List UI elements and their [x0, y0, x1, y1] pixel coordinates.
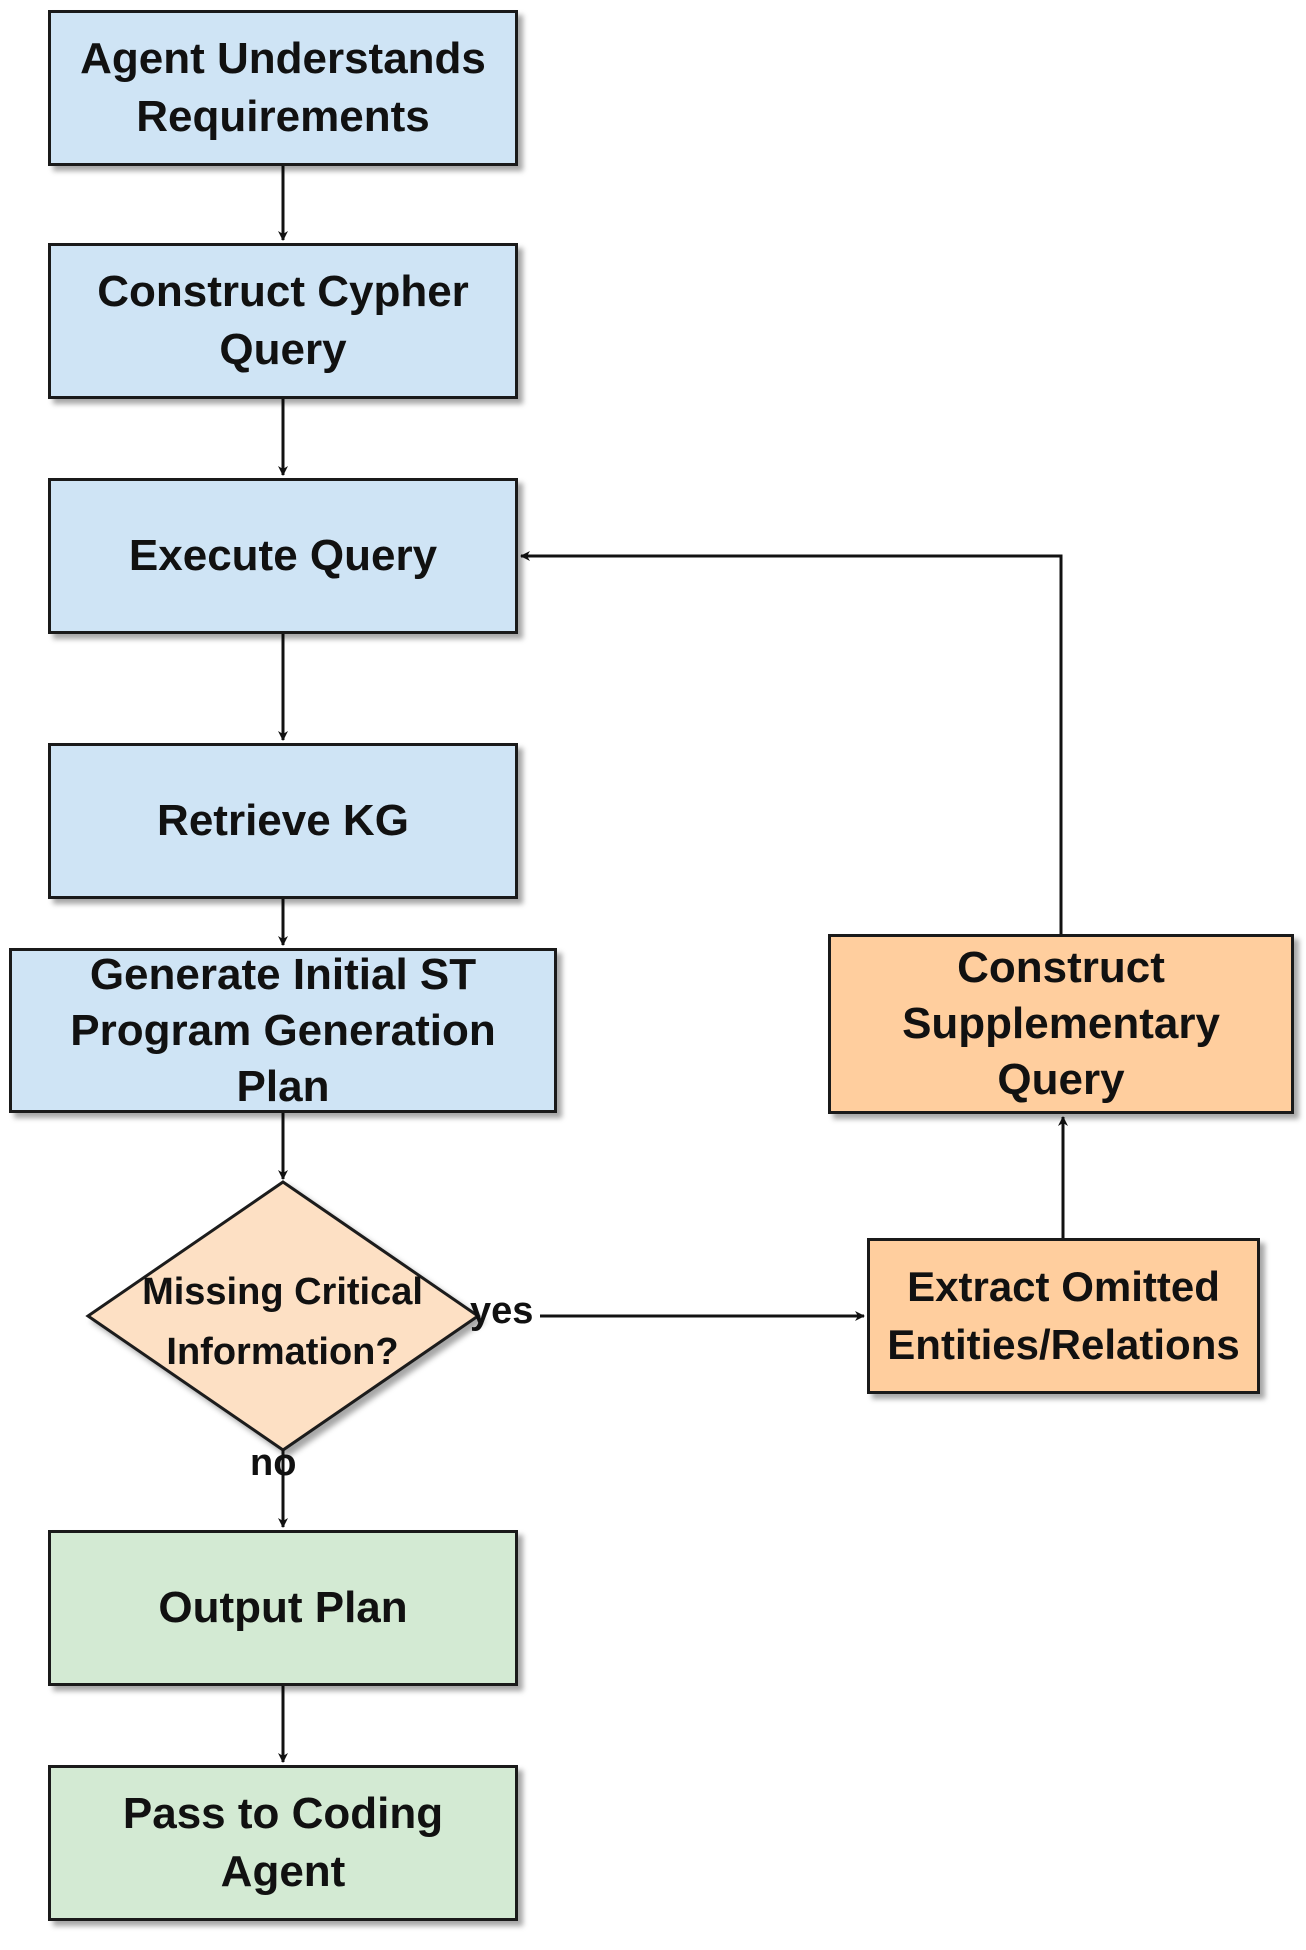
node-agent-understands-requirements: Agent Understands Requirements	[48, 10, 518, 166]
edge-label-no: no	[250, 1442, 297, 1484]
node-label: Construct Supplementary Query	[902, 943, 1220, 1104]
node-label: Generate Initial ST Program Generation P…	[70, 949, 496, 1111]
node-output-plan: Output Plan	[48, 1530, 518, 1686]
node-generate-initial-plan: Generate Initial ST Program Generation P…	[9, 948, 557, 1113]
node-label: Agent Understands Requirements	[80, 34, 486, 141]
node-extract-omitted-entities: Extract Omitted Entities/Relations	[867, 1238, 1260, 1394]
arrow-supplementary-to-execute	[520, 551, 1063, 934]
node-label: Retrieve KG	[157, 796, 409, 845]
node-construct-supplementary-query: Construct Supplementary Query	[828, 934, 1294, 1114]
node-pass-to-coding-agent: Pass to Coding Agent	[48, 1765, 518, 1921]
decision-label: Missing Critical Information?	[142, 1271, 423, 1373]
connectors	[278, 166, 1068, 1763]
node-retrieve-kg: Retrieve KG	[48, 743, 518, 899]
node-label: Execute Query	[128, 531, 438, 580]
node-label: Pass to Coding Agent	[122, 1789, 444, 1896]
node-label: Construct Cypher Query	[97, 267, 469, 374]
node-execute-query: Execute Query	[48, 478, 518, 634]
node-label: Extract Omitted Entities/Relations	[887, 1263, 1240, 1368]
edge-label-yes: yes	[470, 1290, 534, 1332]
node-construct-cypher-query: Construct Cypher Query	[48, 243, 518, 399]
node-label: Output Plan	[158, 1583, 408, 1632]
